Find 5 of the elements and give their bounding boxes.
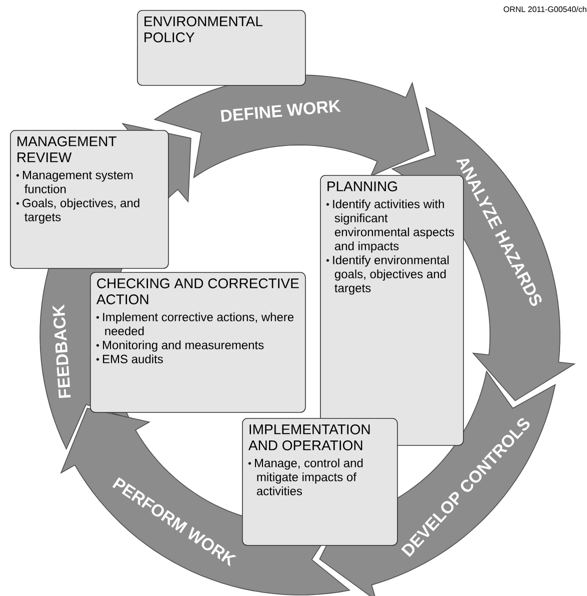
document-number: ORNL 2011-G00540/ch [504,6,586,12]
text-box: IMPLEMENTATION AND OPERATION Manage, control and mitigate impacts of activities [242,418,398,546]
text-box: MANAGEMENT REVIEW Management system function Goals, objectives, and targets [10,130,169,269]
text-box: CHECKING AND CORRECTIVE ACTION Implement corrective actions, where needed Monitoring and measurements EMS audits [90,272,306,413]
text-box: ENVIRONMENTAL POLICY [137,10,306,86]
